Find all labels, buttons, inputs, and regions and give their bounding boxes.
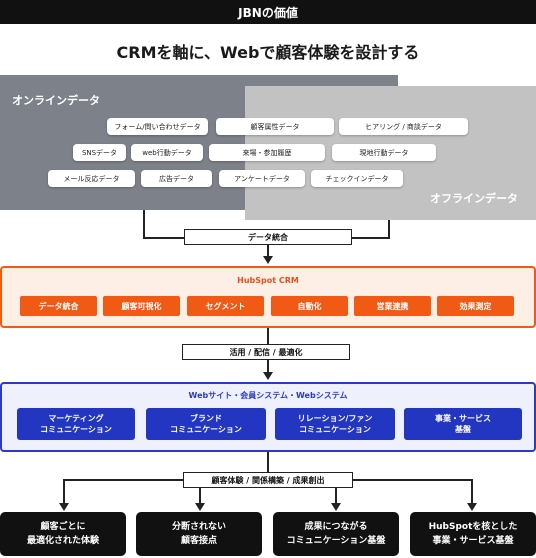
web-item: マーケティング コミュニケーション xyxy=(17,408,135,440)
connector-line xyxy=(267,238,269,258)
connector-line xyxy=(335,480,337,504)
crm-item: 自動化 xyxy=(271,296,348,316)
crm-title: HubSpot CRM xyxy=(237,276,299,285)
connector-line xyxy=(63,480,65,504)
connector-line xyxy=(388,220,390,238)
crm-item: 顧客可視化 xyxy=(103,296,180,316)
data-chip: アンケートデータ xyxy=(219,170,305,187)
web-item: リレーション/ファン コミュニケーション xyxy=(275,408,395,440)
arrow-down-icon xyxy=(195,503,205,511)
web-title: Webサイト・会員システム・Webシステム xyxy=(188,391,348,400)
data-integration-label: データ統合 xyxy=(184,229,352,245)
data-chip: チェックインデータ xyxy=(311,170,403,187)
outcomes-label: 顧客体験 / 関係構築 / 成果創出 xyxy=(183,472,353,488)
connector-line xyxy=(267,452,269,480)
outcome-box: 分断されない 顧客接点 xyxy=(136,512,262,556)
arrow-down-icon xyxy=(467,503,477,511)
online-data-label: オンラインデータ xyxy=(12,94,100,107)
data-chip: 現地行動データ xyxy=(332,144,436,161)
arrow-down-icon xyxy=(59,503,69,511)
web-item: ブランド コミュニケーション xyxy=(146,408,266,440)
header-bar: JBNの価値 xyxy=(0,0,536,24)
outcome-box: 顧客ごとに 最適化された体験 xyxy=(0,512,126,556)
crm-item: セグメント xyxy=(187,296,264,316)
outcome-box: 成果につながる コミュニケーション基盤 xyxy=(273,512,399,556)
data-chip: web行動データ xyxy=(131,144,203,161)
connector-line xyxy=(471,480,473,504)
data-chip: 広告データ xyxy=(141,170,212,187)
web-item: 事業・サービス 基盤 xyxy=(404,408,522,440)
data-chip: フォーム/問い合わせデータ xyxy=(107,118,208,135)
data-chip: 来場・参加履歴 xyxy=(209,144,325,161)
arrow-down-icon xyxy=(263,372,273,380)
offline-data-label: オフラインデータ xyxy=(430,192,518,205)
crm-item: 効果測定 xyxy=(437,296,514,316)
data-chip: SNSデータ xyxy=(73,144,126,161)
crm-item: データ統合 xyxy=(20,296,97,316)
crm-item: 営業連携 xyxy=(354,296,431,316)
connector-line xyxy=(143,210,145,238)
main-title: CRMを軸に、Webで顧客体験を設計する xyxy=(116,43,420,62)
arrow-down-icon xyxy=(331,503,341,511)
outcome-box: HubSpotを核とした 事業・サービス基盤 xyxy=(410,512,536,556)
data-chip: ヒアリング / 商談データ xyxy=(339,118,468,135)
connector-line xyxy=(199,480,201,504)
utilization-label: 活用 / 配信 / 最適化 xyxy=(182,344,350,360)
data-chip: メール反応データ xyxy=(48,170,135,187)
data-chip: 顧客属性データ xyxy=(216,118,334,135)
arrow-down-icon xyxy=(263,256,273,264)
header-title: JBNの価値 xyxy=(238,5,298,20)
